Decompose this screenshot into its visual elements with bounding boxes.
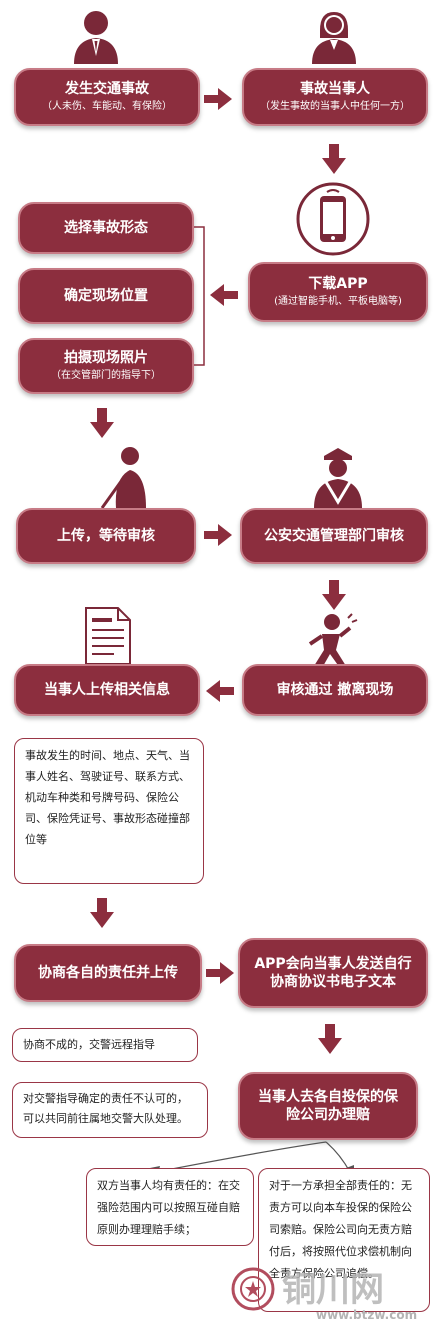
take-photos-title: 拍摄现场照片 [64, 350, 148, 366]
download-app-title: 下载APP [308, 276, 368, 292]
info-upload-title: 当事人上传相关信息 [44, 682, 170, 698]
select-form-box: 选择事故形态 [18, 202, 194, 254]
parties-title: 事故当事人 [300, 81, 370, 97]
running-person-icon [300, 612, 360, 672]
cane-person-icon [96, 444, 156, 512]
traffic-police-icon [310, 444, 366, 512]
select-form-title: 选择事故形态 [64, 220, 148, 236]
arrow-right-icon [206, 962, 234, 988]
both-liable-note: 双方当事人均有责任的：在交强险范围内可以按照互碰自赔原则办理理赔手续； [86, 1168, 254, 1246]
arrow-down-icon [322, 144, 346, 178]
both-liable-text: 双方当事人均有责任的：在交强险范围内可以按照互碰自赔原则办理理赔手续； [97, 1179, 240, 1236]
confirm-location-box: 确定现场位置 [18, 268, 194, 324]
take-photos-box: 拍摄现场照片 （在交管部门的指导下） [18, 338, 194, 394]
arrow-down-icon [322, 580, 346, 614]
download-app-box: 下载APP (通过智能手机、平板电脑等) [248, 262, 428, 322]
approved-box: 审核通过 撤离现场 [242, 664, 428, 716]
watermark-name: 铜川网 [282, 1270, 384, 1310]
confirm-location-title: 确定现场位置 [64, 288, 148, 304]
arrow-right-icon [204, 524, 232, 550]
police-review-title: 公安交通管理部门审核 [264, 528, 404, 544]
woman-icon [308, 8, 360, 68]
arrow-down-icon [90, 898, 114, 932]
watermark-url: www.btzw.com [316, 1308, 418, 1322]
police-review-box: 公安交通管理部门审核 [240, 508, 428, 564]
download-app-sub: (通过智能手机、平板电脑等) [274, 296, 402, 307]
arrow-down-icon [318, 1024, 342, 1058]
bracket-line [194, 226, 206, 370]
seal-icon [230, 1266, 276, 1316]
negotiate-box: 协商各自的责任并上传 [14, 944, 202, 1002]
parties-sub: （发生事故的当事人中任何一方） [260, 101, 410, 112]
info-upload-box: 当事人上传相关信息 [14, 664, 200, 716]
one-liable-text: 对于一方承担全部责任的：无责方可以向本车投保的保险公司索赔。保险公司向无责方赔付… [269, 1179, 412, 1280]
accident-title: 发生交通事故 [65, 81, 149, 97]
arrow-left-icon [210, 284, 238, 310]
arrow-down-icon [90, 408, 114, 442]
upload-wait-box: 上传，等待审核 [16, 508, 196, 564]
app-send-title: APP会向当事人发送自行协商协议书电子文本 [254, 956, 412, 990]
one-liable-note: 对于一方承担全部责任的：无责方可以向本车投保的保险公司索赔。保险公司向无责方赔付… [258, 1168, 430, 1312]
insurance-title: 当事人去各自投保的保险公司办理赔 [258, 1089, 398, 1123]
disagree-note: 对交警指导确定的责任不认可的，可以共同前往属地交警大队处理。 [12, 1082, 208, 1138]
accident-box: 发生交通事故 （人未伤、车能动、有保险） [14, 68, 200, 126]
approved-title: 审核通过 撤离现场 [276, 682, 394, 698]
upload-wait-title: 上传，等待审核 [57, 528, 155, 544]
insurance-box: 当事人去各自投保的保险公司办理赔 [238, 1072, 418, 1140]
negotiate-fail-text: 协商不成的，交警远程指导 [23, 1038, 155, 1051]
app-send-box: APP会向当事人发送自行协商协议书电子文本 [238, 938, 428, 1008]
arrow-left-icon [206, 680, 234, 706]
info-detail-text: 事故发生的时间、地点、天气、当事人姓名、驾驶证号、联系方式、机动车种类和号牌号码… [25, 749, 190, 846]
document-icon [82, 606, 134, 670]
take-photos-sub: （在交管部门的指导下） [51, 370, 161, 381]
smartphone-icon [296, 182, 370, 260]
accident-sub: （人未伤、车能动、有保险） [42, 101, 172, 112]
person-tie-icon [70, 8, 122, 68]
info-detail-note: 事故发生的时间、地点、天气、当事人姓名、驾驶证号、联系方式、机动车种类和号牌号码… [14, 738, 204, 884]
parties-box: 事故当事人 （发生事故的当事人中任何一方） [242, 68, 428, 126]
negotiate-title: 协商各自的责任并上传 [38, 965, 178, 981]
disagree-text: 对交警指导确定的责任不认可的，可以共同前往属地交警大队处理。 [23, 1092, 188, 1125]
negotiate-fail-note: 协商不成的，交警远程指导 [12, 1028, 198, 1062]
arrow-right-icon [204, 88, 232, 114]
